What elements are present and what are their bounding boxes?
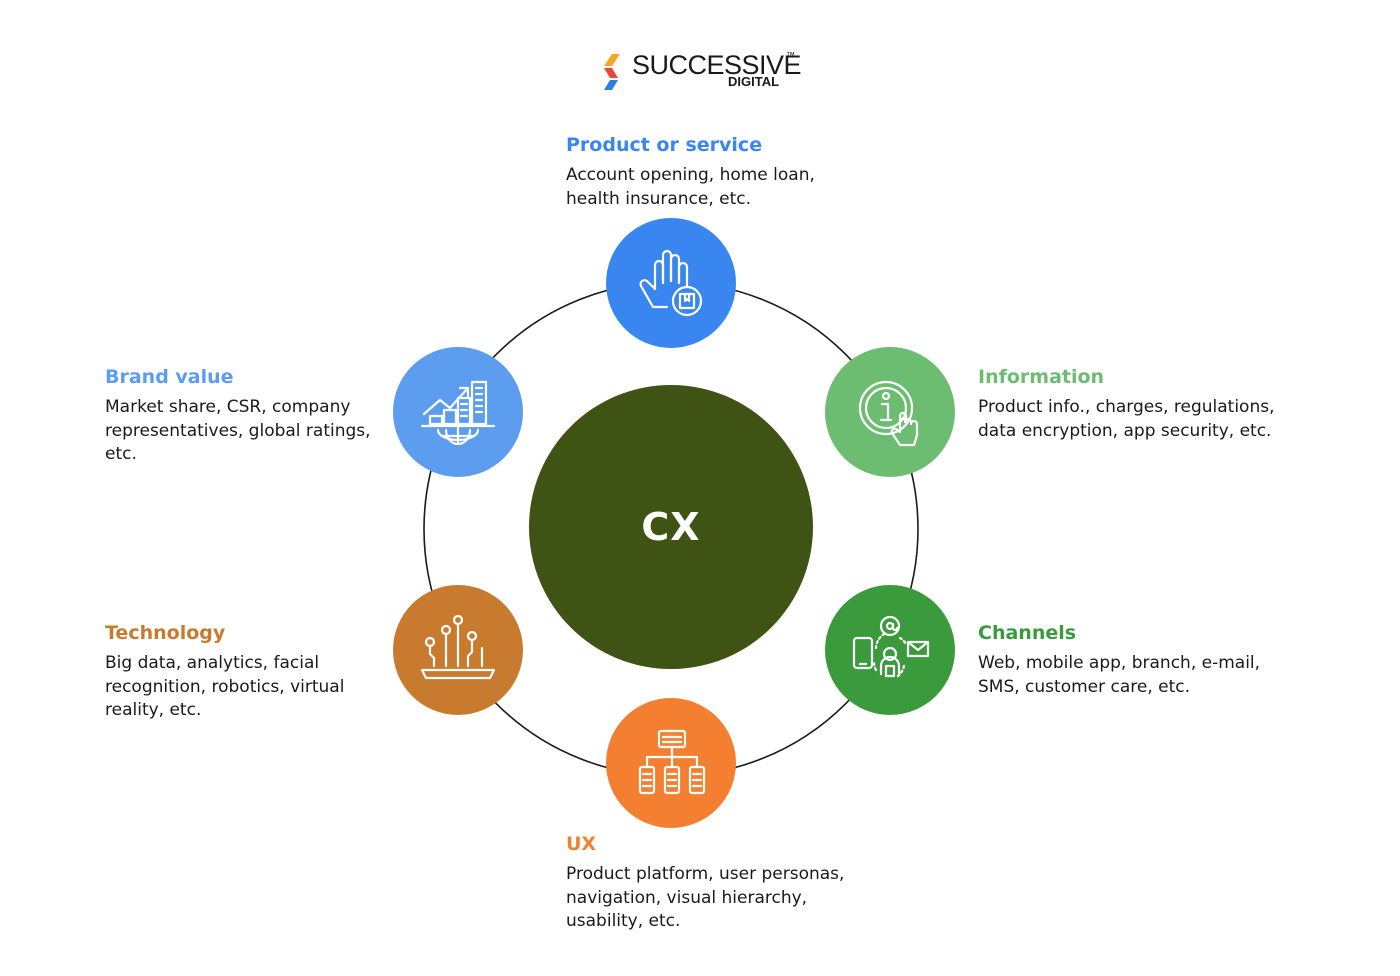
cx-center-circle: CX — [529, 385, 813, 669]
logo-mark-icon — [604, 54, 620, 90]
technology-desc: Big data, analytics, facial recognition,… — [105, 653, 345, 720]
product-text: Product or service Account opening, home… — [566, 134, 886, 211]
technology-text: Technology Big data, analytics, facial r… — [105, 622, 385, 723]
logo-trademark: ™ — [786, 50, 795, 60]
growth-city-icon — [420, 380, 496, 446]
brand-title: Brand value — [105, 366, 234, 388]
brand-node — [393, 347, 523, 477]
omnichannel-icon — [852, 615, 930, 678]
product-node — [606, 218, 736, 348]
sitemap-icon — [638, 729, 706, 795]
center-label: CX — [641, 505, 701, 549]
channels-title: Channels — [978, 622, 1077, 644]
product-title: Product or service — [566, 134, 763, 156]
brand-text: Brand value Market share, CSR, company r… — [105, 366, 385, 467]
channels-desc: Web, mobile app, branch, e-mail, SMS, cu… — [978, 653, 1261, 697]
information-title: Information — [978, 366, 1105, 388]
info-touch-icon — [858, 380, 919, 447]
technology-node — [393, 585, 523, 715]
hand-shield-icon — [639, 249, 703, 317]
logo-subtitle: DIGITAL — [728, 74, 780, 89]
successive-digital-logo: SUCCESSIVE ™ DIGITAL — [600, 48, 810, 92]
information-desc: Product info., charges, regulations, dat… — [978, 397, 1275, 441]
brand-desc: Market share, CSR, company representativ… — [105, 397, 371, 464]
technology-title: Technology — [105, 622, 226, 644]
ux-node — [606, 698, 736, 828]
circuit-icon — [420, 614, 496, 680]
product-desc: Account opening, home loan, health insur… — [566, 165, 815, 209]
information-text: Information Product info., charges, regu… — [978, 366, 1318, 443]
channels-text: Channels Web, mobile app, branch, e-mail… — [978, 622, 1308, 699]
ux-title: UX — [566, 833, 597, 855]
logo-name: SUCCESSIVE — [632, 50, 802, 80]
information-node — [825, 347, 955, 477]
ux-text: UX Product platform, user personas, navi… — [566, 833, 896, 934]
ux-desc: Product platform, user personas, navigat… — [566, 864, 845, 931]
channels-node — [825, 585, 955, 715]
